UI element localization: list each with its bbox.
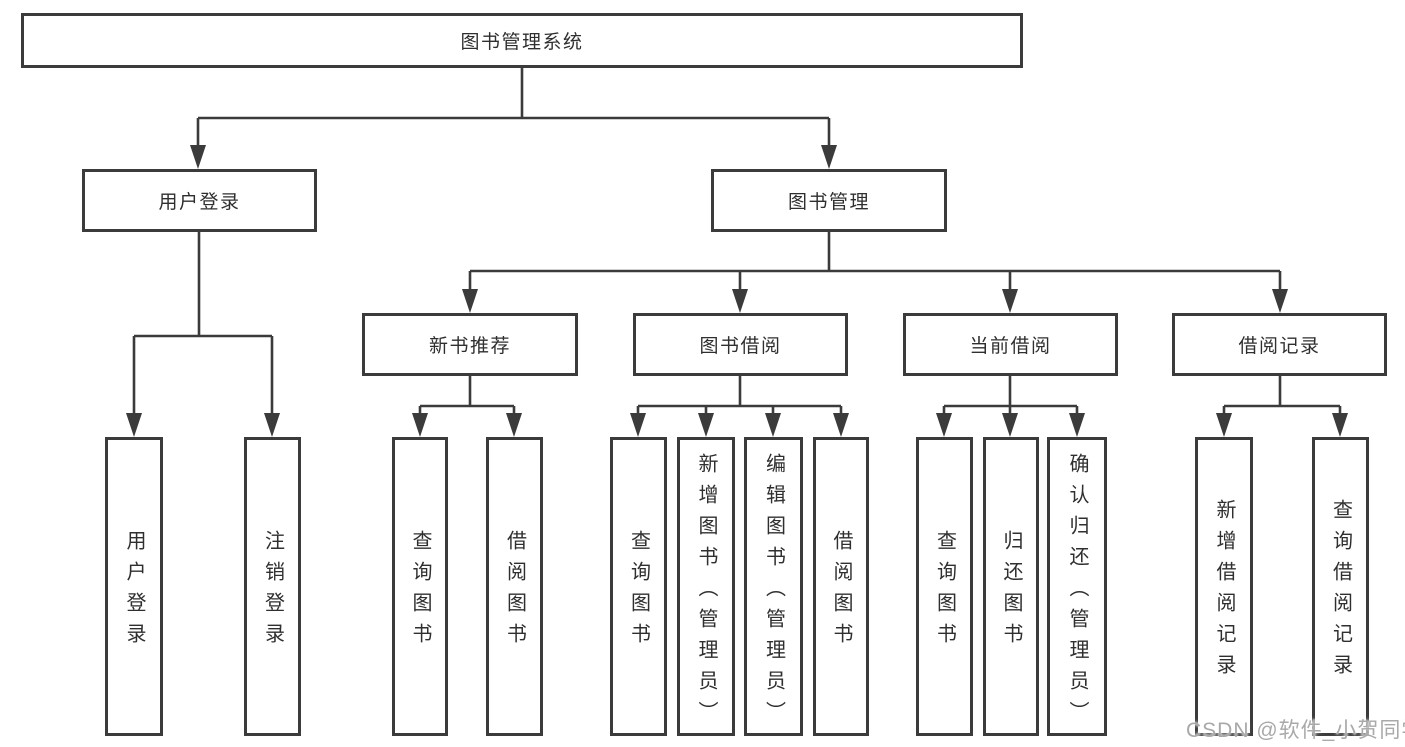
leaf-label: 查询借阅记录 bbox=[1329, 499, 1352, 685]
leaf-return-books: 归还图书 bbox=[983, 437, 1039, 736]
leaf-label: 编辑图书（管理员） bbox=[762, 452, 785, 732]
leaf-query-books-recommend: 查询图书 bbox=[392, 437, 448, 736]
node-user-login: 用户登录 bbox=[82, 169, 317, 232]
csdn-watermark: CSDN @软件_小贺同学 bbox=[1186, 719, 1405, 742]
leaf-label: 归还图书 bbox=[1000, 530, 1022, 654]
node-label: 借阅记录 bbox=[1238, 336, 1321, 357]
node-current-borrow: 当前借阅 bbox=[903, 313, 1118, 376]
leaf-logout: 注销登录 bbox=[244, 437, 301, 736]
leaf-label: 查询图书 bbox=[933, 530, 956, 654]
leaf-label: 借阅图书 bbox=[830, 530, 852, 654]
leaf-user-login: 用户登录 bbox=[105, 437, 163, 736]
node-library-system: 图书管理系统 bbox=[21, 13, 1023, 68]
node-borrow-records: 借阅记录 bbox=[1172, 313, 1387, 376]
node-label: 新书推荐 bbox=[428, 336, 511, 357]
leaf-label: 确认归还（管理员） bbox=[1066, 452, 1088, 732]
leaf-borrow-books-recommend: 借阅图书 bbox=[486, 437, 543, 736]
leaf-label: 新增图书（管理员） bbox=[695, 452, 717, 732]
node-new-book-recommend: 新书推荐 bbox=[362, 313, 578, 376]
leaf-add-books-admin: 新增图书（管理员） bbox=[677, 437, 735, 736]
leaf-label: 注销登录 bbox=[261, 530, 284, 654]
node-label: 图书管理系统 bbox=[460, 32, 584, 53]
leaf-query-borrow-record: 查询借阅记录 bbox=[1312, 437, 1369, 736]
leaf-label: 新增借阅记录 bbox=[1213, 499, 1235, 685]
leaf-label: 查询图书 bbox=[627, 530, 650, 654]
node-book-borrow: 图书借阅 bbox=[633, 313, 848, 376]
leaf-label: 借阅图书 bbox=[503, 530, 526, 654]
leaf-label: 用户登录 bbox=[123, 530, 145, 654]
node-label: 图书借阅 bbox=[699, 336, 782, 357]
leaf-query-books-current: 查询图书 bbox=[916, 437, 973, 736]
leaf-add-borrow-record: 新增借阅记录 bbox=[1195, 437, 1253, 736]
node-book-management: 图书管理 bbox=[711, 169, 947, 232]
leaf-query-books-borrow: 查询图书 bbox=[610, 437, 667, 736]
leaf-borrow-books: 借阅图书 bbox=[813, 437, 869, 736]
leaf-edit-books-admin: 编辑图书（管理员） bbox=[744, 437, 803, 736]
node-label: 用户登录 bbox=[158, 192, 241, 213]
leaf-label: 查询图书 bbox=[409, 530, 431, 654]
node-label: 当前借阅 bbox=[969, 336, 1052, 357]
leaf-confirm-return-admin: 确认归还（管理员） bbox=[1047, 437, 1107, 736]
node-label: 图书管理 bbox=[787, 192, 870, 213]
